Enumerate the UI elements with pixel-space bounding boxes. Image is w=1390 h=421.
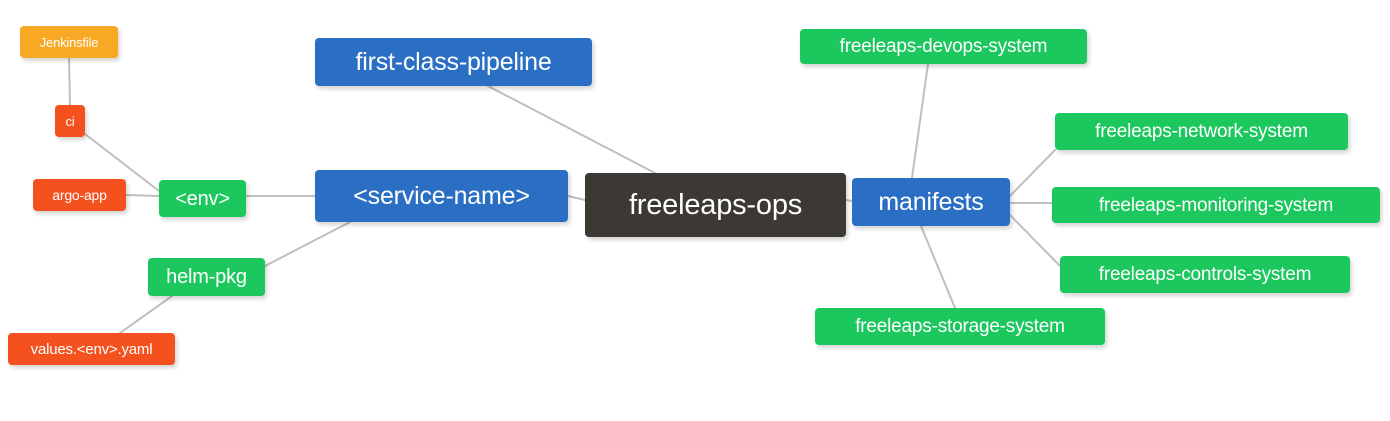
mindmap-node-argo-app[interactable]: argo-app (33, 179, 126, 211)
mindmap-node-network-system[interactable]: freeleaps-network-system (1055, 113, 1348, 150)
mindmap-node-env[interactable]: <env> (159, 180, 246, 217)
edge-devops-system-to-manifests (911, 63, 929, 179)
mindmap-node-helm-pkg[interactable]: helm-pkg (148, 258, 265, 296)
mindmap-node-jenkinsfile[interactable]: Jenkinsfile (20, 26, 118, 58)
edge-controls-system-to-manifests (1009, 214, 1061, 267)
edge-argo-app-to-env (125, 194, 160, 197)
mindmap-node-service-name[interactable]: <service-name> (315, 170, 568, 222)
mindmap-node-values-yaml[interactable]: values.<env>.yaml (8, 333, 175, 365)
mindmap-node-first-class-pipeline[interactable]: first-class-pipeline (315, 38, 592, 86)
edge-values-yaml-to-helm-pkg (119, 295, 173, 334)
mindmap-node-freeleaps-ops[interactable]: freeleaps-ops (585, 173, 846, 237)
edge-jenkinsfile-to-ci (68, 57, 71, 106)
edge-service-name-to-freeleaps-ops (567, 195, 586, 201)
mindmap-node-ci[interactable]: ci (55, 105, 85, 137)
edge-helm-pkg-to-service-name (264, 221, 351, 267)
mindmap-node-devops-system[interactable]: freeleaps-devops-system (800, 29, 1087, 64)
mindmap-node-storage-system[interactable]: freeleaps-storage-system (815, 308, 1105, 345)
mindmap-node-monitoring-system[interactable]: freeleaps-monitoring-system (1052, 187, 1380, 223)
edge-network-system-to-manifests (1009, 149, 1056, 197)
mindmap-node-manifests[interactable]: manifests (852, 178, 1010, 226)
mindmap-node-controls-system[interactable]: freeleaps-controls-system (1060, 256, 1350, 293)
edge-storage-system-to-manifests (920, 225, 956, 309)
edge-first-class-pipeline-to-freeleaps-ops (487, 85, 656, 174)
